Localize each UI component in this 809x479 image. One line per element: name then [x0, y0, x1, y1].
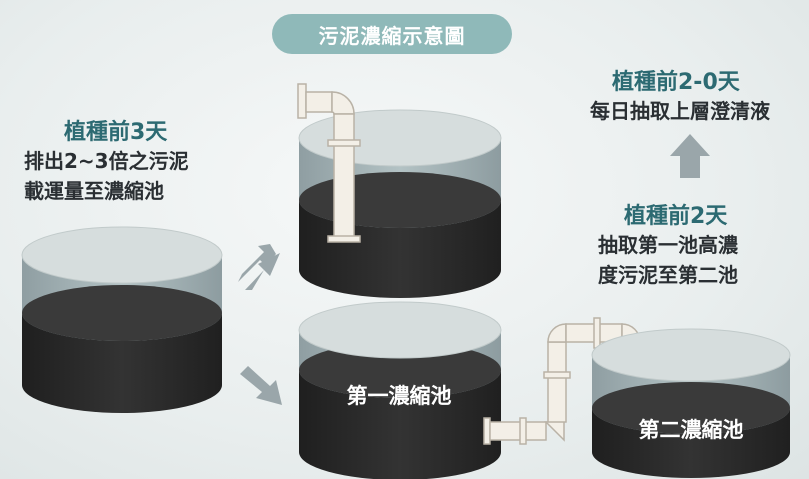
diagram-title: 污泥濃縮示意圖	[272, 14, 512, 54]
step-left-heading: 植種前3天	[64, 120, 168, 145]
source-tank	[21, 226, 223, 413]
second-tank-label: 第二濃縮池	[638, 418, 744, 442]
second-tank	[591, 328, 791, 478]
arrow-down-right-icon	[240, 366, 282, 405]
step-right-top-heading: 植種前2-0天	[612, 70, 740, 95]
suction-pipe	[297, 83, 361, 243]
step-right-mid-line1: 抽取第一池高濃	[598, 233, 738, 257]
arrow-up-icon	[670, 134, 710, 178]
step-left-line1: 排出2~3倍之污泥	[24, 149, 189, 173]
arrow-up-right-icon	[238, 244, 280, 290]
step-right-top-line1: 每日抽取上層澄清液	[590, 99, 770, 123]
first-tank	[298, 301, 502, 479]
top-tank	[298, 109, 502, 298]
first-tank-label: 第一濃縮池	[346, 384, 452, 408]
step-right-mid-line2: 度污泥至第二池	[598, 263, 738, 287]
step-left-line2: 載運量至濃縮池	[24, 179, 164, 203]
step-right-mid-heading: 植種前2天	[624, 204, 728, 229]
